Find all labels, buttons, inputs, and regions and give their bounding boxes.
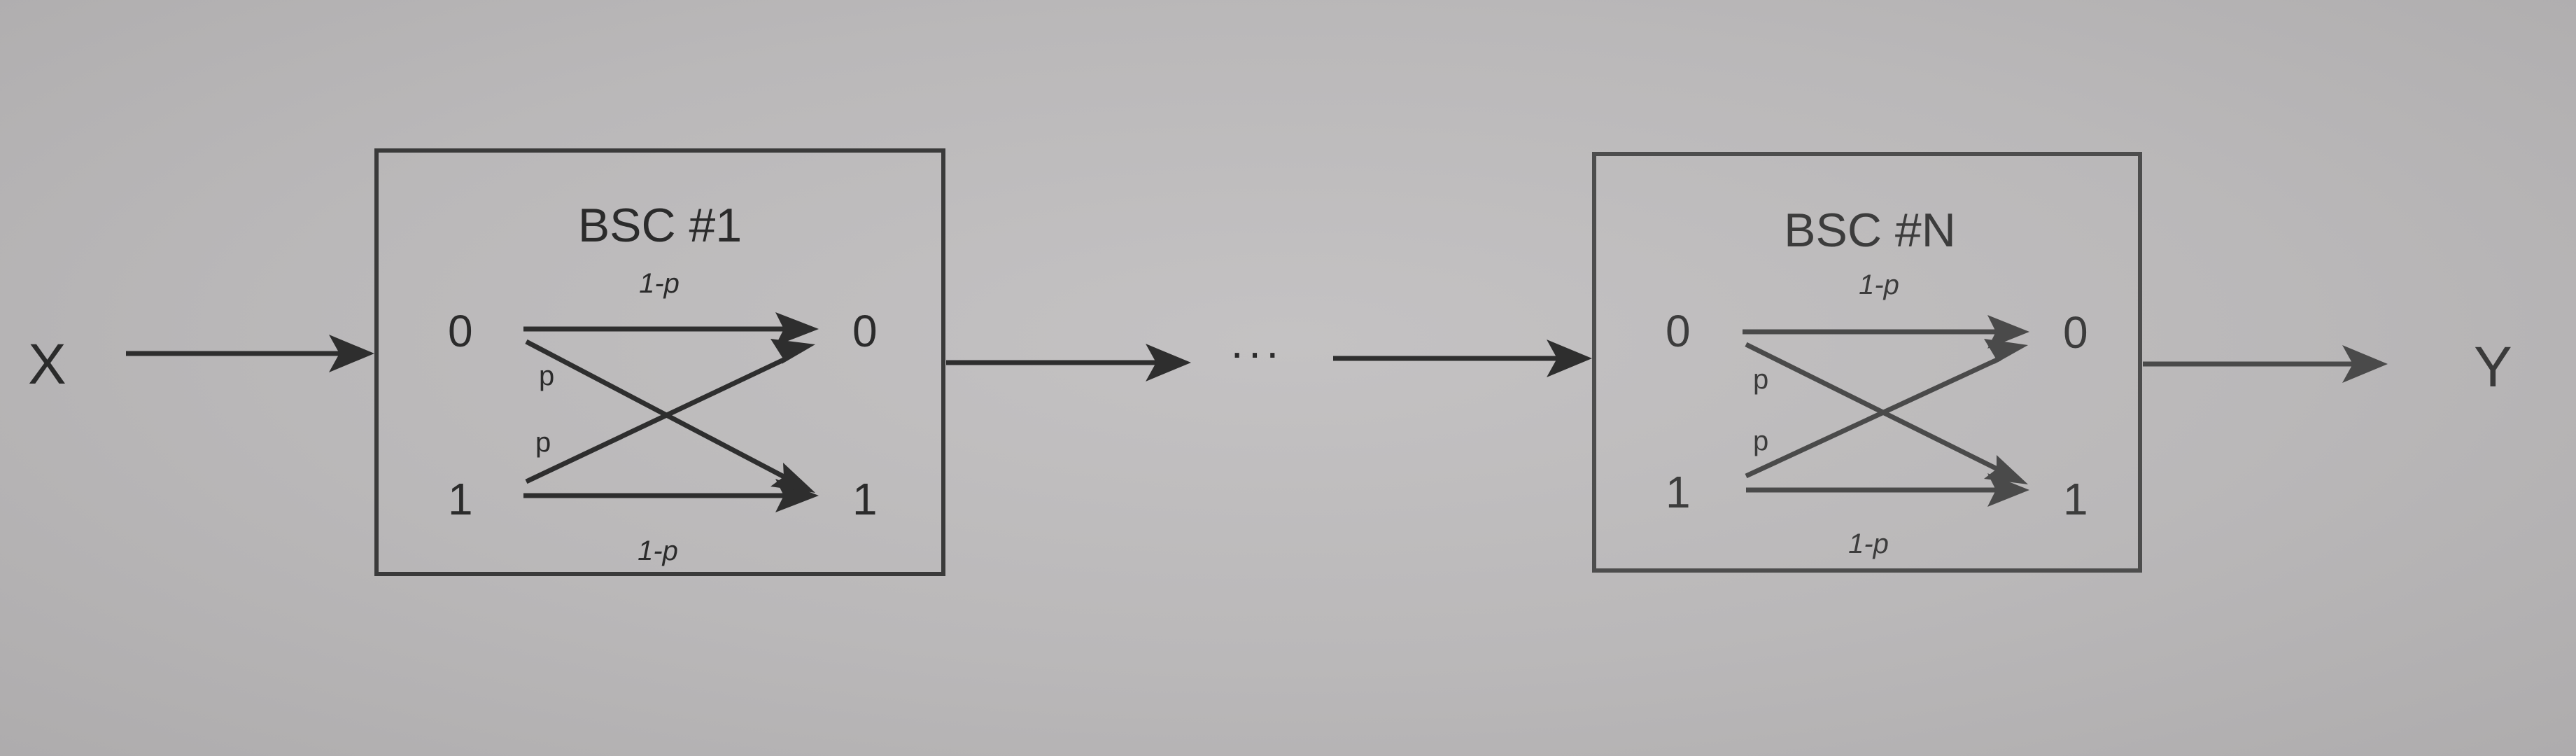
output-label: Y [2474,335,2512,399]
bsc-1-title: BSC #1 [578,199,742,252]
bsc-1-edge-1-0 [525,339,815,484]
bsc-1-output-0: 0 [852,306,878,356]
bsc-n-edge-0-0 [1743,315,2029,349]
bsc-1-edge-0-0 [523,312,819,346]
bsc-n-title: BSC #N [1784,204,1956,257]
input-label: X [28,332,66,396]
bsc-n-box [1592,152,2142,573]
bsc-1-input-1: 1 [448,474,473,524]
bsc-1: BSC #1 0 1 0 1 1-p 1-p p p [374,148,945,576]
bsc-1-input-0: 0 [448,306,473,356]
output-arrow [2143,345,2388,383]
input-arrow [126,335,374,372]
bsc-n-input-0: 0 [1666,306,1691,356]
bsc-n-output-0: 0 [2063,307,2088,358]
bsc-1-cross-prob-upper: p [539,360,554,391]
bsc-n-edge-1-0 [1745,339,2028,479]
middle-arrow-1 [946,344,1191,382]
middle-arrow-2 [1333,340,1592,377]
bsc-n-cross-prob-upper: p [1753,364,1768,395]
bsc-1-cross-prob-lower: p [535,427,551,458]
bsc-n-edge-1-1 [1746,473,2029,507]
bsc-1-top-prob: 1-p [639,268,680,299]
bsc-n-top-prob: 1-p [1859,270,1899,300]
bsc-n-input-1: 1 [1666,467,1691,517]
bsc-n-cross-prob-lower: p [1753,426,1768,456]
bsc-1-edge-0-1 [525,339,815,493]
bsc-n-edge-0-1 [1745,342,2028,484]
ellipsis: ··· [1230,327,1283,377]
bsc-1-output-1: 1 [852,474,878,524]
bsc-n: BSC #N 0 1 0 1 1-p 1-p p p [1592,152,2142,573]
bsc-n-bottom-prob: 1-p [1848,528,1889,559]
bsc-1-box [374,148,945,576]
bsc-1-bottom-prob: 1-p [638,536,678,566]
bsc-n-output-1: 1 [2063,474,2088,524]
